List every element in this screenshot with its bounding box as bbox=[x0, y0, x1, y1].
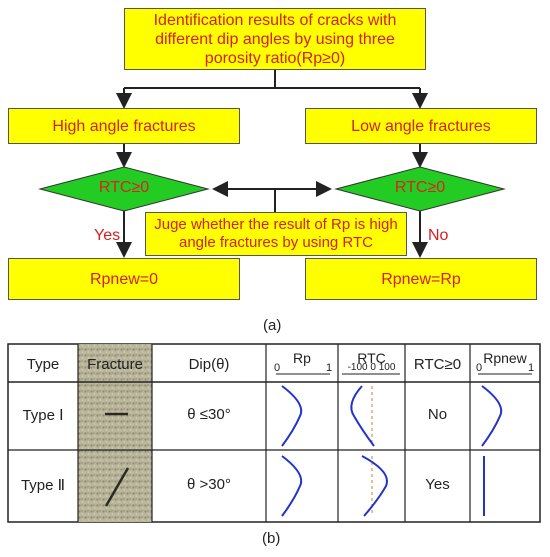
row1-type: Type Ⅰ bbox=[22, 407, 64, 424]
caption-a: (a) bbox=[263, 317, 282, 334]
header-type: Type bbox=[26, 356, 60, 373]
header-dip: Dip(θ) bbox=[188, 356, 230, 373]
header-rpnew: Rpnew bbox=[483, 350, 527, 366]
rp-scale-min: 0 bbox=[274, 362, 281, 374]
rtc-scale: -100 0 100 bbox=[347, 362, 396, 373]
yes-label: Yes bbox=[94, 227, 121, 244]
rp-curve-type2 bbox=[281, 455, 303, 517]
left-diamond-label: RTC≥0 bbox=[98, 179, 150, 196]
top-box: Identification results of cracks with di… bbox=[124, 8, 426, 70]
header-rtc: RTC bbox=[357, 350, 386, 366]
fracture-inclined-mark bbox=[104, 467, 130, 507]
rpnew-curve-type1 bbox=[481, 385, 503, 447]
table-frame bbox=[7, 343, 541, 523]
rtc-curve-type2 bbox=[361, 455, 388, 517]
right-diamond-label: RTC≥0 bbox=[394, 179, 446, 196]
row1-rtc-ge0: No bbox=[427, 406, 448, 423]
rpnew-scale-min: 0 bbox=[476, 362, 483, 374]
left-diamond-shape bbox=[38, 166, 210, 212]
row1-dip: θ ≤30° bbox=[187, 406, 231, 423]
low-angle-box: Low angle fractures bbox=[305, 108, 537, 144]
row2-dip: θ >30° bbox=[187, 476, 231, 493]
bottom-right-box: Rpnew=Rp bbox=[305, 258, 537, 300]
no-label: No bbox=[428, 227, 449, 244]
header-rtc-ge0: RTC≥0 bbox=[413, 356, 462, 373]
row2-rtc-ge0: Yes bbox=[425, 476, 450, 493]
header-rp: Rp bbox=[293, 350, 311, 366]
caption-b: (b) bbox=[262, 530, 281, 547]
bottom-left-box: Rpnew=0 bbox=[8, 258, 240, 300]
high-angle-box: High angle fractures bbox=[8, 108, 240, 144]
header-fracture: Fracture bbox=[87, 356, 143, 373]
rp-curve-type1 bbox=[281, 385, 303, 447]
row2-type: Type Ⅱ bbox=[20, 477, 66, 494]
middle-box: Juge whether the result of Rp is high an… bbox=[145, 212, 407, 256]
rp-scale-max: 1 bbox=[326, 362, 333, 374]
rpnew-scale-max: 1 bbox=[528, 362, 535, 374]
right-diamond-shape bbox=[334, 166, 506, 212]
rtc-curve-type1 bbox=[350, 385, 375, 447]
